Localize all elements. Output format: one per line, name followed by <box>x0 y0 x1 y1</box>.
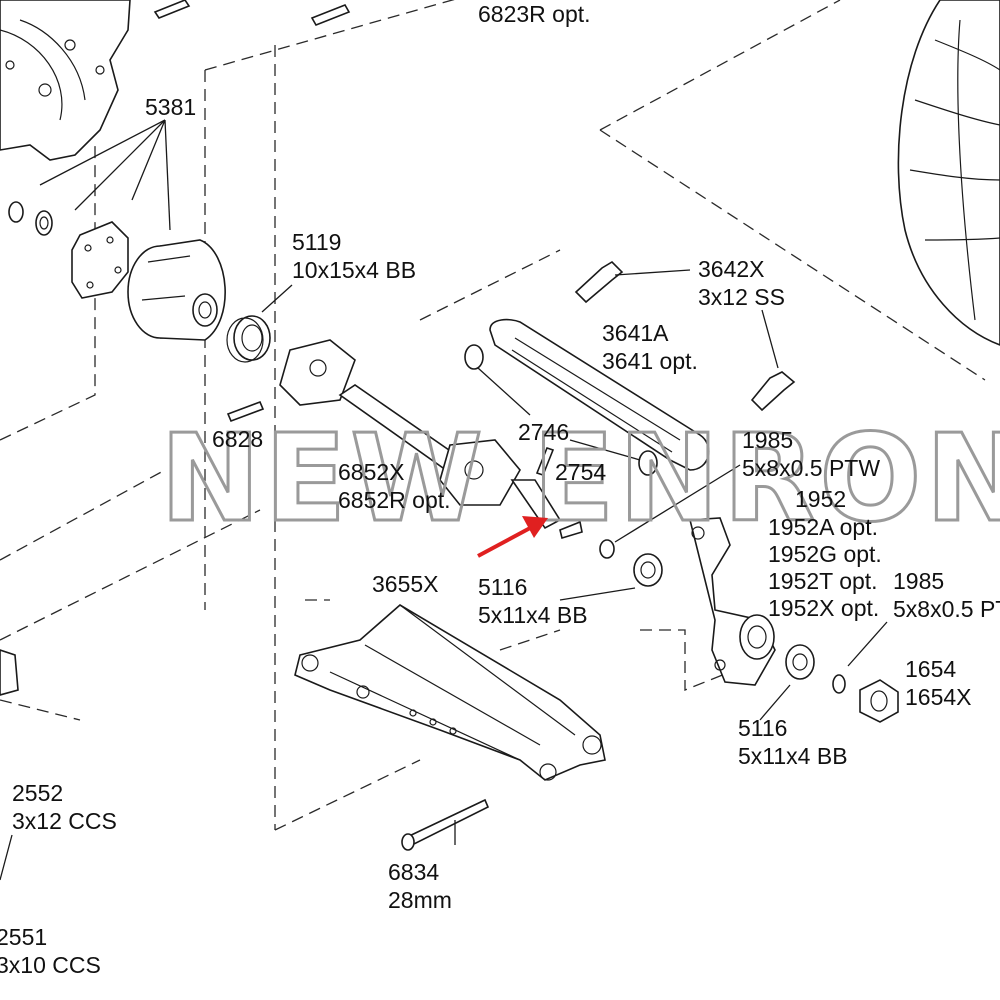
label-2754: 2754 <box>555 459 606 485</box>
label-6834-spec: 28mm <box>388 887 452 913</box>
pin-2754 <box>535 447 555 476</box>
label-1985-right-spec: 5x8x0.5 PT <box>893 596 1000 622</box>
label-1952g: 1952G opt. <box>768 541 882 567</box>
gasket <box>71 221 129 299</box>
pins <box>153 0 351 26</box>
screws-3642x <box>574 260 796 412</box>
label-6823r: 6823R opt. <box>478 1 591 27</box>
label-1654x: 1654X <box>905 684 972 710</box>
label-1952: 1952 <box>795 486 846 512</box>
label-5119: 5119 <box>292 229 341 255</box>
hinge-pin <box>403 798 490 848</box>
washers-left <box>8 201 53 236</box>
left-edge-part <box>0 649 19 696</box>
suspension-arm <box>294 604 606 781</box>
label-3641a: 3641A <box>602 320 669 346</box>
label-3655x: 3655X <box>372 571 439 597</box>
label-5381: 5381 <box>145 94 196 120</box>
differential-cup <box>127 239 226 341</box>
label-5116-upper: 5116 <box>478 574 527 600</box>
label-3642x-spec: 3x12 SS <box>698 284 785 310</box>
label-2552-spec: 3x12 CCS <box>12 808 117 834</box>
label-3641a-opt: 3641 opt. <box>602 348 698 374</box>
label-5116-lower-spec: 5x11x4 BB <box>738 743 848 769</box>
part-labels: 6823R opt. 5381 5119 10x15x4 BB 3642X 3x… <box>0 1 1000 978</box>
label-1985-right: 1985 <box>893 568 944 594</box>
highlight-arrow <box>477 516 548 558</box>
label-5116-lower: 5116 <box>738 715 787 741</box>
axle-stub <box>559 520 583 540</box>
transmission-housing <box>0 0 131 161</box>
label-6834: 6834 <box>388 859 439 885</box>
label-1985-top-spec: 5x8x0.5 PTW <box>742 455 880 481</box>
driveshaft <box>279 339 562 530</box>
label-3642x: 3642X <box>698 256 765 282</box>
camber-link <box>464 318 710 476</box>
label-1654: 1654 <box>905 656 956 682</box>
label-1985-top: 1985 <box>742 427 793 453</box>
label-2552: 2552 <box>12 780 63 806</box>
leader-lines <box>0 119 888 881</box>
label-2551: 2551 <box>0 924 47 950</box>
pin-6828 <box>226 400 265 423</box>
label-2746: 2746 <box>518 419 569 445</box>
axle-parts <box>599 539 899 723</box>
bearing-5119 <box>226 315 271 363</box>
label-6828: 6828 <box>212 426 263 452</box>
tire <box>897 0 1000 346</box>
label-2551-spec: 3x10 CCS <box>0 952 101 978</box>
hinge-pin-head <box>401 833 415 851</box>
hub-carrier <box>688 517 776 686</box>
label-1952t: 1952T opt. <box>768 568 878 594</box>
label-6852x: 6852X <box>338 459 405 485</box>
label-1952x: 1952X opt. <box>768 595 879 621</box>
watermark: NEW ENRON <box>160 410 1000 549</box>
label-5116-upper-spec: 5x11x4 BB <box>478 602 588 628</box>
label-6852x-opt: 6852R opt. <box>338 487 451 513</box>
label-1952a: 1952A opt. <box>768 514 878 540</box>
label-5119-spec: 10x15x4 BB <box>292 257 416 283</box>
